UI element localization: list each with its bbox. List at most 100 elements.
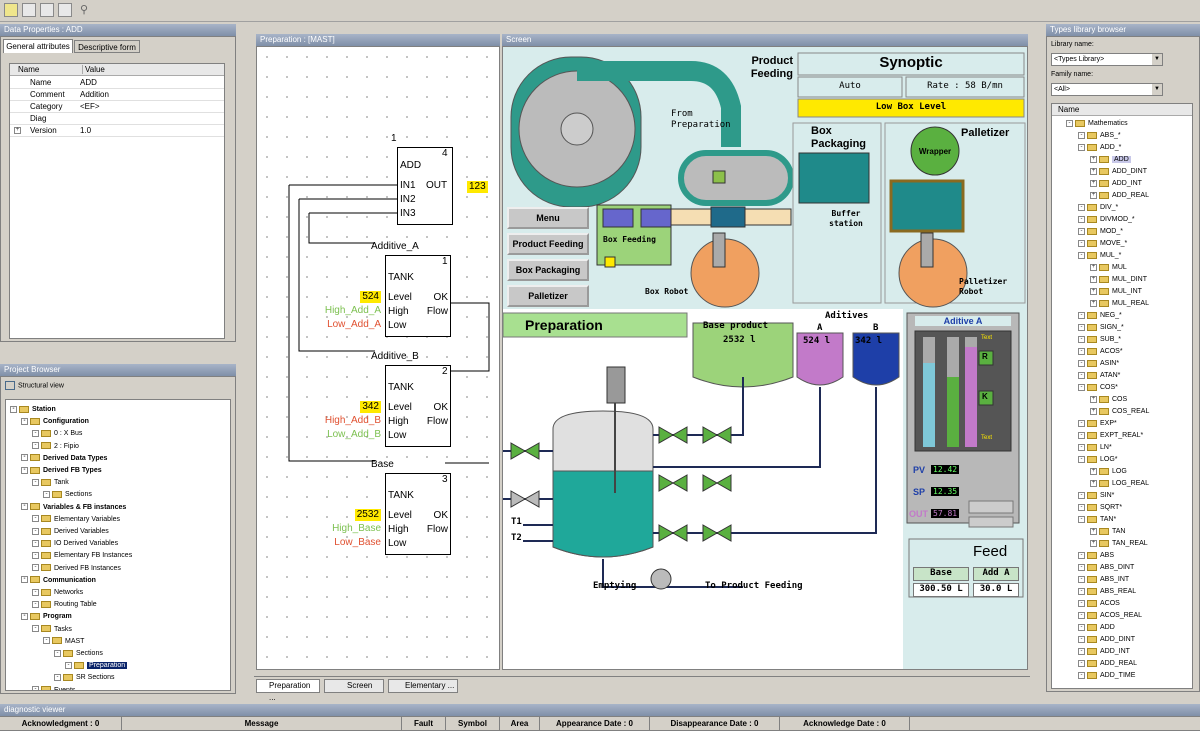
expand-icon[interactable]: + — [1090, 299, 1097, 307]
expand-icon[interactable]: - — [1078, 575, 1085, 583]
expand-icon[interactable]: - — [21, 466, 28, 474]
tank-level-value[interactable]: 2532 — [354, 509, 381, 521]
expand-icon[interactable]: + — [1090, 191, 1097, 199]
expand-icon[interactable]: - — [32, 600, 39, 608]
project-tree-item[interactable]: -MAST — [43, 636, 84, 648]
library-item[interactable]: +MUL_INT — [1090, 286, 1142, 298]
expand-icon[interactable]: - — [1078, 383, 1085, 391]
library-item[interactable]: -ADD_* — [1078, 142, 1121, 154]
library-item[interactable]: -ADD_REAL — [1078, 658, 1137, 670]
library-item[interactable]: +MUL — [1090, 262, 1127, 274]
project-tree-item[interactable]: -Program — [21, 611, 72, 623]
add-out-value[interactable]: 123 — [467, 181, 488, 193]
library-item[interactable]: +COS_REAL — [1090, 406, 1149, 418]
library-item[interactable]: -SIGN_* — [1078, 322, 1124, 334]
sp-value[interactable]: 12.35 — [931, 487, 960, 496]
expand-icon[interactable]: + — [1090, 527, 1097, 535]
project-tree-item[interactable]: -Configuration — [21, 416, 89, 428]
expand-icon[interactable]: - — [1078, 227, 1085, 235]
expand-icon[interactable]: - — [21, 417, 28, 425]
property-value[interactable]: <EF> — [80, 102, 100, 111]
expand-icon[interactable]: - — [1078, 359, 1085, 367]
menu-button[interactable]: Menu — [507, 207, 589, 229]
project-tree-item[interactable]: -Station — [10, 404, 56, 416]
expand-icon[interactable]: - — [1078, 671, 1085, 679]
library-item[interactable]: -SIN* — [1078, 490, 1114, 502]
diagnostic-column-header[interactable]: Acknowledgment : 0 — [0, 717, 122, 731]
expand-icon[interactable]: + — [1090, 479, 1097, 487]
property-value[interactable]: Addition — [80, 90, 109, 99]
library-item[interactable]: -ACOS_REAL — [1078, 610, 1142, 622]
expand-icon[interactable]: - — [32, 552, 39, 560]
expand-icon[interactable]: - — [65, 661, 72, 669]
expand-icon[interactable]: - — [1078, 515, 1085, 523]
library-item[interactable]: +LOG — [1090, 466, 1127, 478]
expand-icon[interactable]: + — [1090, 155, 1097, 163]
zoom-icon[interactable]: ⚲ — [80, 4, 89, 16]
library-item[interactable]: +TAN_REAL — [1090, 538, 1148, 550]
add-block[interactable]: 4 ADD IN1 IN2 IN3 OUT — [397, 147, 453, 225]
project-tree-item[interactable]: -Sections — [43, 489, 92, 501]
expand-icon[interactable]: - — [32, 625, 39, 633]
library-item[interactable]: -ABS_* — [1078, 130, 1121, 142]
library-item[interactable]: -ADD — [1078, 622, 1115, 634]
expand-icon[interactable]: - — [32, 478, 39, 486]
expand-icon[interactable]: + — [1090, 407, 1097, 415]
library-item[interactable]: +COS — [1090, 394, 1127, 406]
expand-icon[interactable]: - — [1078, 611, 1085, 619]
expand-icon[interactable]: - — [1078, 551, 1085, 559]
palletizer-button[interactable]: Palletizer — [507, 285, 589, 307]
product-feeding-button[interactable]: Product Feeding — [507, 233, 589, 255]
expand-icon[interactable]: + — [1090, 467, 1097, 475]
property-row[interactable]: Diag — [10, 113, 224, 125]
library-item[interactable]: -Mathematics — [1066, 118, 1128, 130]
library-item[interactable]: -SUB_* — [1078, 334, 1121, 346]
diagnostic-column-header[interactable]: Message — [122, 717, 402, 731]
library-item[interactable]: +ADD_INT — [1090, 178, 1142, 190]
expand-icon[interactable]: - — [1078, 371, 1085, 379]
project-tree-item[interactable]: -Routing Table — [32, 599, 97, 611]
project-tree-item[interactable]: -2 : Fipio — [32, 441, 79, 453]
expand-icon[interactable]: - — [1078, 203, 1085, 211]
library-item[interactable]: -ADD_TIME — [1078, 670, 1135, 682]
library-name-select[interactable]: <Types Library>▼ — [1051, 53, 1163, 66]
tank-low-variable[interactable]: Low_Add_B — [327, 429, 381, 440]
project-tree-item[interactable]: -Communication — [21, 575, 96, 587]
library-item[interactable]: -EXPT_REAL* — [1078, 430, 1143, 442]
expand-icon[interactable]: - — [54, 649, 61, 657]
window-icon[interactable] — [58, 3, 72, 17]
library-item[interactable]: -LN* — [1078, 442, 1112, 454]
library-item[interactable]: -ACOS* — [1078, 346, 1123, 358]
tank-high-variable[interactable]: High_Add_A — [324, 305, 381, 316]
tab-elementary[interactable]: Elementary ... — [388, 679, 458, 693]
expand-icon[interactable]: - — [1078, 323, 1085, 331]
diagnostic-column-header[interactable]: Appearance Date : 0 — [540, 717, 650, 731]
expand-icon[interactable]: + — [1090, 287, 1097, 295]
library-item[interactable]: -DIV_* — [1078, 202, 1118, 214]
library-item[interactable]: -TAN* — [1078, 514, 1116, 526]
expand-icon[interactable]: + — [1090, 263, 1097, 271]
box-packaging-button[interactable]: Box Packaging — [507, 259, 589, 281]
expand-icon[interactable]: - — [1078, 623, 1085, 631]
expand-icon[interactable]: - — [32, 430, 39, 438]
project-tree-item[interactable]: -Elementary FB Instances — [32, 550, 132, 562]
expand-icon[interactable]: + — [1090, 275, 1097, 283]
expand-icon[interactable]: - — [32, 588, 39, 596]
project-tree-item[interactable]: -Preparation — [65, 660, 128, 672]
library-item[interactable]: +TAN — [1090, 526, 1125, 538]
diagnostic-column-header[interactable]: Symbol — [446, 717, 500, 731]
tank-low-variable[interactable]: Low_Base — [334, 537, 381, 548]
project-tree-item[interactable]: -IO Derived Variables — [32, 538, 118, 550]
expand-icon[interactable]: - — [43, 637, 50, 645]
library-item[interactable]: +MUL_REAL — [1090, 298, 1149, 310]
project-tree-item[interactable]: -Variables & FB instances — [21, 502, 126, 514]
expand-icon[interactable]: - — [21, 576, 28, 584]
expand-icon[interactable]: - — [21, 613, 28, 621]
expand-icon[interactable]: + — [1090, 167, 1097, 175]
expand-icon[interactable]: - — [1078, 635, 1085, 643]
expand-icon[interactable]: - — [1078, 347, 1085, 355]
